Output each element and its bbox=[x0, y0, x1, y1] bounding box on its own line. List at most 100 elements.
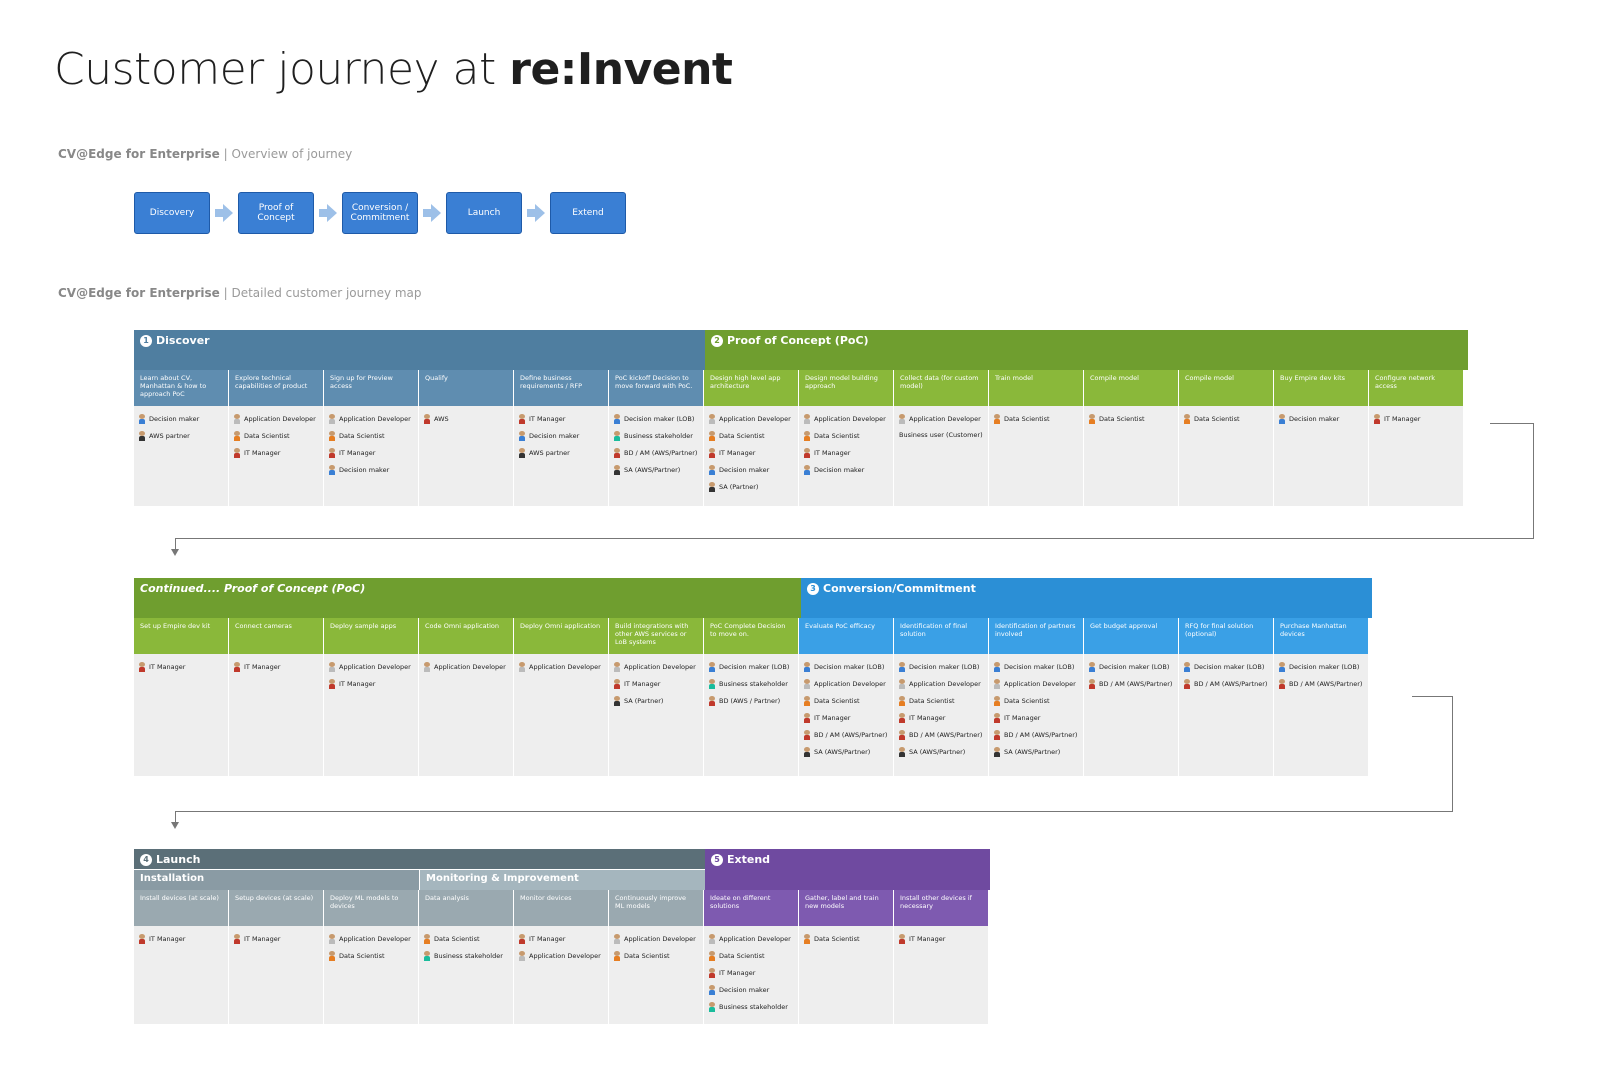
person-icon bbox=[1184, 679, 1190, 689]
person-icon bbox=[329, 414, 335, 424]
overview-extend[interactable]: Extend bbox=[550, 192, 626, 234]
role-item: Data Scientist bbox=[994, 414, 1078, 424]
role-label: SA (AWS/Partner) bbox=[1004, 748, 1061, 756]
arrow-right-icon bbox=[210, 192, 238, 234]
role-item: BD (AWS / Partner) bbox=[709, 696, 793, 706]
step-label: Get budget approval bbox=[1084, 618, 1178, 654]
step-roles: IT Manager bbox=[229, 926, 323, 1024]
role-item: Data Scientist bbox=[899, 696, 983, 706]
step-label: RFQ for final solution (optional) bbox=[1179, 618, 1273, 654]
person-icon bbox=[614, 465, 620, 475]
role-item: Data Scientist bbox=[329, 951, 413, 961]
overview-launch[interactable]: Launch bbox=[446, 192, 522, 234]
role-item: IT Manager bbox=[329, 679, 413, 689]
role-label: Data Scientist bbox=[339, 952, 385, 960]
person-icon bbox=[1279, 679, 1285, 689]
step-label: Sign up for Preview access bbox=[324, 370, 418, 406]
person-icon bbox=[614, 934, 620, 944]
person-icon bbox=[804, 679, 810, 689]
journey-step: RFQ for final solution (optional)Decisio… bbox=[1179, 618, 1273, 776]
role-item: IT Manager bbox=[234, 662, 318, 672]
role-label: IT Manager bbox=[814, 449, 851, 457]
role-item: Business stakeholder bbox=[709, 1002, 793, 1012]
role-label: IT Manager bbox=[1384, 415, 1421, 423]
journey-step: Collect data (for custom model)Applicati… bbox=[894, 370, 988, 506]
journey-step: Explore technical capabilities of produc… bbox=[229, 370, 323, 506]
person-icon bbox=[329, 465, 335, 475]
role-label: Data Scientist bbox=[909, 697, 955, 705]
role-label: Application Developer bbox=[434, 663, 506, 671]
role-item: SA (Partner) bbox=[614, 696, 698, 706]
overview-conversion[interactable]: Conversion / Commitment bbox=[342, 192, 418, 234]
step-label: Build integrations with other AWS servic… bbox=[609, 618, 703, 654]
role-label: Data Scientist bbox=[434, 935, 480, 943]
step-roles: Decision maker (LOB)Application Develope… bbox=[799, 654, 893, 776]
role-item: Data Scientist bbox=[804, 431, 888, 441]
person-icon bbox=[519, 414, 525, 424]
role-item: IT Manager bbox=[899, 713, 983, 723]
role-item: Decision maker bbox=[1279, 414, 1363, 424]
role-item: Decision maker (LOB) bbox=[614, 414, 698, 424]
role-label: Data Scientist bbox=[814, 935, 860, 943]
role-label: Decision maker bbox=[1289, 415, 1340, 423]
person-icon bbox=[994, 747, 1000, 757]
step-label: Purchase Manhattan devices bbox=[1274, 618, 1368, 654]
person-icon bbox=[709, 662, 715, 672]
person-icon bbox=[614, 696, 620, 706]
journey-step: Setup devices (at scale)IT Manager bbox=[229, 890, 323, 1024]
overview-discovery[interactable]: Discovery bbox=[134, 192, 210, 234]
step-roles: IT Manager bbox=[229, 654, 323, 776]
role-label: Business user (Customer) bbox=[899, 431, 983, 439]
role-label: BD / AM (AWS/Partner) bbox=[624, 449, 698, 457]
person-icon bbox=[329, 951, 335, 961]
person-icon bbox=[234, 414, 240, 424]
person-icon bbox=[519, 662, 525, 672]
step-label: Design high level app architecture bbox=[704, 370, 798, 406]
journey-step: Build integrations with other AWS servic… bbox=[609, 618, 703, 776]
arrow-down-icon bbox=[171, 549, 179, 556]
person-icon bbox=[329, 448, 335, 458]
role-label: Decision maker (LOB) bbox=[1099, 663, 1170, 671]
role-item: AWS partner bbox=[139, 431, 223, 441]
person-icon bbox=[804, 414, 810, 424]
role-label: Application Developer bbox=[909, 415, 981, 423]
role-label: Application Developer bbox=[339, 935, 411, 943]
person-icon bbox=[424, 414, 430, 424]
step-roles: Decision maker (LOB)BD / AM (AWS/Partner… bbox=[1274, 654, 1368, 776]
step-roles: Application Developer bbox=[514, 654, 608, 776]
role-label: IT Manager bbox=[339, 680, 376, 688]
person-icon bbox=[519, 934, 525, 944]
step-label: Define business requirements / RFP bbox=[514, 370, 608, 406]
arrow-right-icon bbox=[314, 192, 342, 234]
role-item: Decision maker bbox=[804, 465, 888, 475]
role-label: Decision maker (LOB) bbox=[719, 663, 790, 671]
role-label: Decision maker bbox=[814, 466, 865, 474]
step-label: Identification of partners involved bbox=[989, 618, 1083, 654]
step-label: Deploy Omni application bbox=[514, 618, 608, 654]
role-label: Decision maker (LOB) bbox=[624, 415, 695, 423]
person-icon bbox=[709, 968, 715, 978]
role-item: Business user (Customer) bbox=[899, 431, 983, 439]
overview-poc[interactable]: Proof of Concept bbox=[238, 192, 314, 234]
person-icon bbox=[804, 465, 810, 475]
step-label: Explore technical capabilities of produc… bbox=[229, 370, 323, 406]
step-label: Buy Empire dev kits bbox=[1274, 370, 1368, 406]
person-icon bbox=[139, 414, 145, 424]
role-item: Decision maker bbox=[139, 414, 223, 424]
role-label: IT Manager bbox=[909, 714, 946, 722]
journey-step: Install devices (at scale)IT Manager bbox=[134, 890, 228, 1024]
role-item: IT Manager bbox=[139, 662, 223, 672]
role-label: Business stakeholder bbox=[719, 1003, 788, 1011]
person-icon bbox=[994, 679, 1000, 689]
